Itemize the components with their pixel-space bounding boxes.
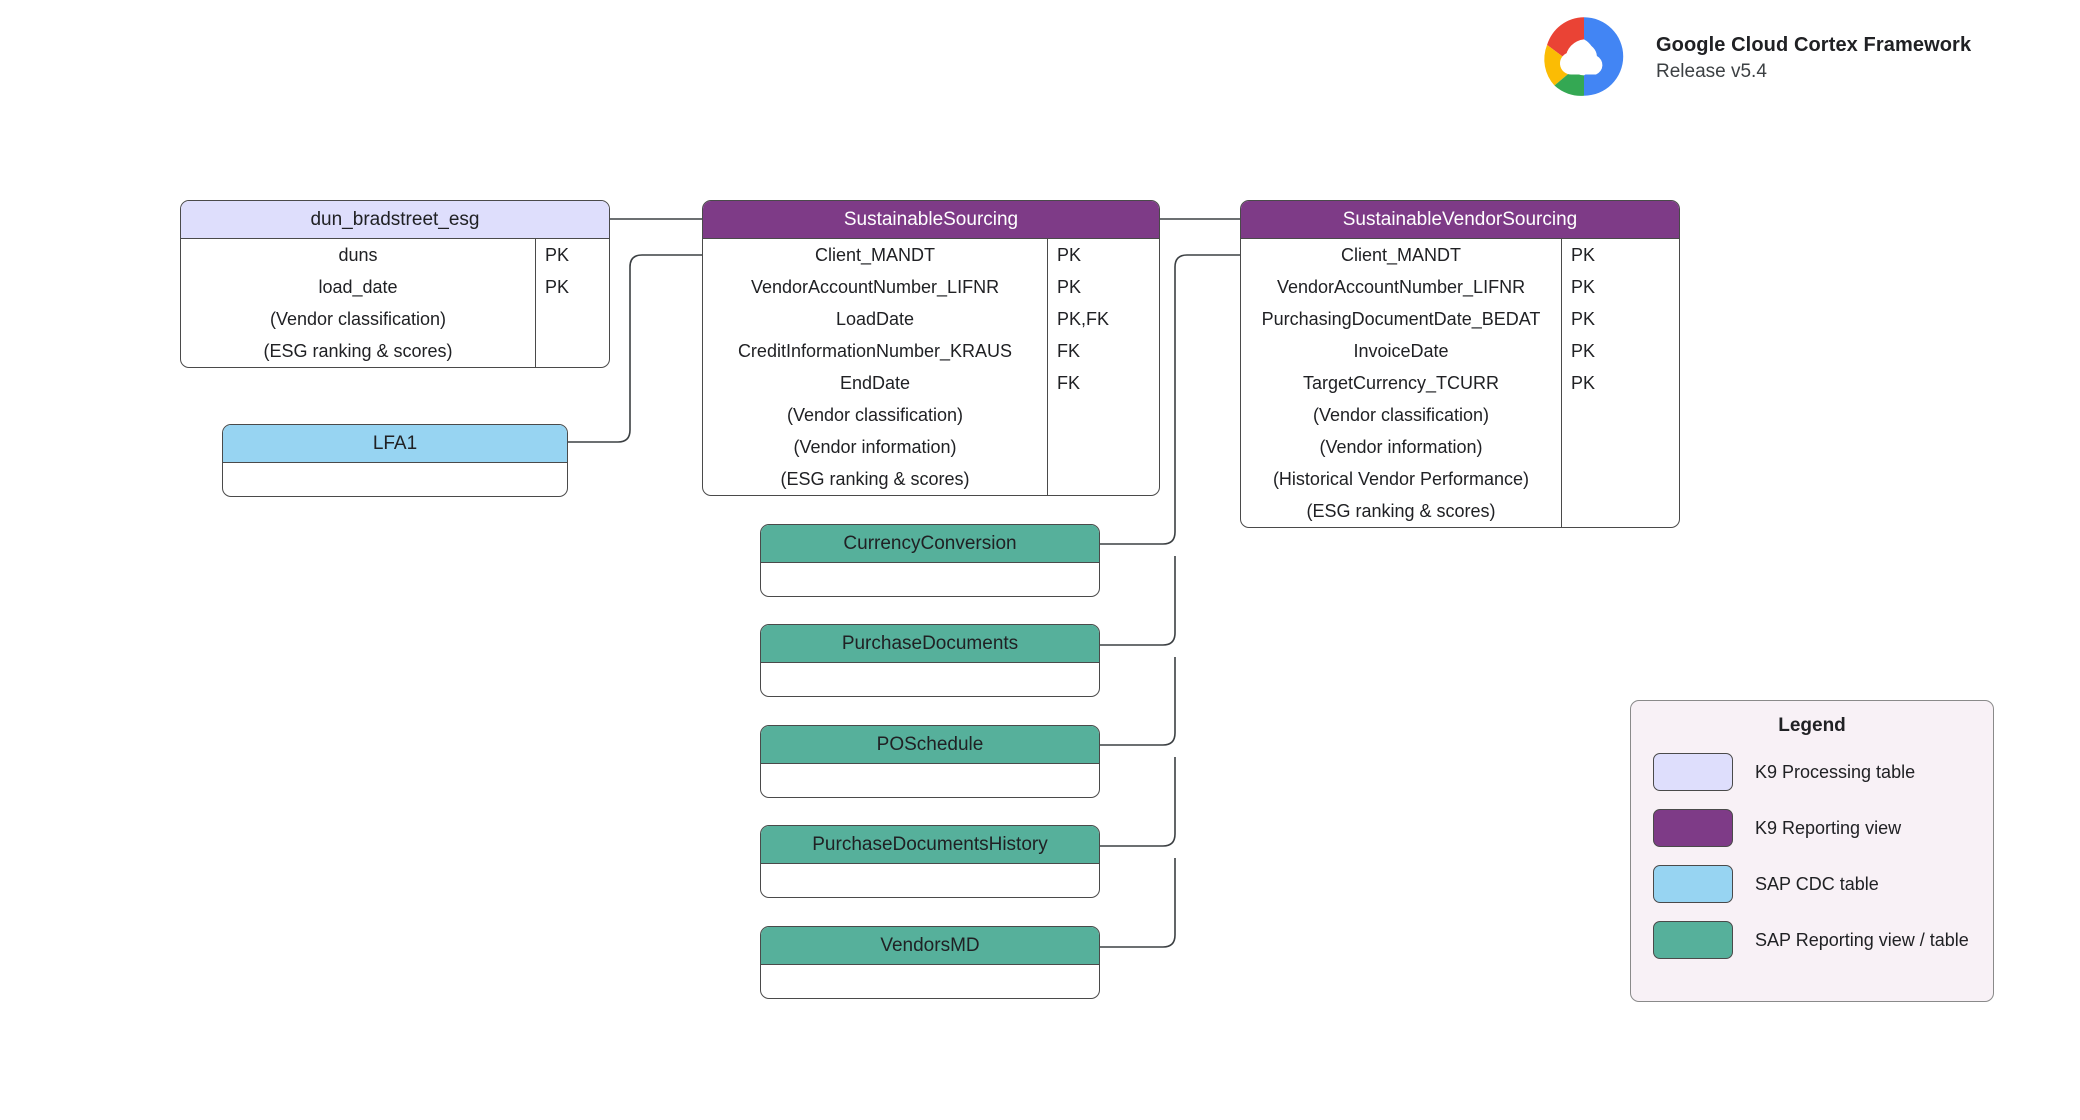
google-cloud-logo xyxy=(1544,17,1624,96)
legend-item-sap-cdc-table: SAP CDC table xyxy=(1653,863,1993,905)
entity-empty-body xyxy=(223,463,567,496)
key-badge xyxy=(536,335,609,367)
field-column: Client_MANDT VendorAccountNumber_LIFNR P… xyxy=(1241,239,1561,527)
connector-purchasedocuments-bus xyxy=(1100,556,1176,646)
legend-swatch xyxy=(1653,753,1733,791)
field-row: (Vendor information) xyxy=(1319,436,1483,457)
entity-po-schedule[interactable]: POSchedule xyxy=(760,725,1100,798)
key-badge xyxy=(1562,495,1679,527)
field-row: (ESG ranking & scores) xyxy=(1306,500,1496,521)
field-row: InvoiceDate xyxy=(1353,340,1449,361)
key-badge xyxy=(536,303,609,335)
field-row: (ESG ranking & scores) xyxy=(780,468,970,489)
field-row: CreditInformationNumber_KRAUS xyxy=(737,340,1013,361)
field-row: Client_MANDT xyxy=(1340,244,1462,265)
entity-vendors-md[interactable]: VendorsMD xyxy=(760,926,1100,999)
brand-release: Release v5.4 xyxy=(1656,60,1767,82)
key-badge xyxy=(1048,431,1159,463)
entity-sustainable-sourcing[interactable]: SustainableSourcing Client_MANDT VendorA… xyxy=(702,200,1160,496)
legend-item-k9-processing-table: K9 Processing table xyxy=(1653,751,1993,793)
key-badge xyxy=(1562,399,1679,431)
field-row: (Historical Vendor Performance) xyxy=(1272,468,1530,489)
legend-panel: Legend K9 Processing table K9 Reporting … xyxy=(1630,700,1994,1002)
key-column: PK PK PK,FK FK FK xyxy=(1047,239,1159,495)
field-column: duns load_date (Vendor classification) (… xyxy=(181,239,535,367)
legend-swatch xyxy=(1653,809,1733,847)
legend-item-sap-reporting-view: SAP Reporting view / table xyxy=(1653,919,1993,961)
entity-lfa1[interactable]: LFA1 xyxy=(222,424,568,497)
entity-title: CurrencyConversion xyxy=(761,525,1099,563)
field-row: (Vendor classification) xyxy=(1312,404,1490,425)
legend-swatch xyxy=(1653,921,1733,959)
legend-label: SAP Reporting view / table xyxy=(1755,929,1969,950)
legend-label: K9 Reporting view xyxy=(1755,817,1902,838)
entity-title: PurchaseDocuments xyxy=(761,625,1099,663)
field-row: VendorAccountNumber_LIFNR xyxy=(750,276,1000,297)
entity-empty-body xyxy=(761,764,1099,797)
entity-sustainable-vendor-sourcing[interactable]: SustainableVendorSourcing Client_MANDT V… xyxy=(1240,200,1680,528)
key-badge: PK xyxy=(1571,308,1596,329)
key-badge: PK xyxy=(1571,276,1596,297)
connector-poschedule-bus xyxy=(1100,657,1176,746)
entity-title: PurchaseDocumentsHistory xyxy=(761,826,1099,864)
legend-title: Legend xyxy=(1778,715,1846,736)
field-row: TargetCurrency_TCURR xyxy=(1302,372,1500,393)
field-row: (Vendor classification) xyxy=(786,404,964,425)
key-badge: PK xyxy=(1057,244,1082,265)
key-badge: PK xyxy=(1571,372,1596,393)
field-column: Client_MANDT VendorAccountNumber_LIFNR L… xyxy=(703,239,1047,495)
entity-purchase-documents[interactable]: PurchaseDocuments xyxy=(760,624,1100,697)
field-row: VendorAccountNumber_LIFNR xyxy=(1276,276,1526,297)
key-badge: PK,FK xyxy=(1057,308,1110,329)
field-row: LoadDate xyxy=(835,308,915,329)
key-badge: PK xyxy=(1571,244,1596,265)
entity-empty-body xyxy=(761,965,1099,998)
key-badge: FK xyxy=(1057,340,1081,361)
legend-label: K9 Processing table xyxy=(1755,761,1916,782)
entity-title: LFA1 xyxy=(223,425,567,463)
field-row: load_date xyxy=(318,276,398,297)
field-row: duns xyxy=(338,244,378,265)
entity-empty-body xyxy=(761,864,1099,897)
connector-purchasedocumentshistory-bus xyxy=(1100,757,1176,847)
legend-item-k9-reporting-view: K9 Reporting view xyxy=(1653,807,1993,849)
key-badge: PK xyxy=(1571,340,1596,361)
field-row: Client_MANDT xyxy=(814,244,936,265)
entity-title: SustainableVendorSourcing xyxy=(1241,201,1679,239)
entity-title: POSchedule xyxy=(761,726,1099,764)
brand-header: Google Cloud Cortex Framework Release v5… xyxy=(1528,8,1971,104)
field-row: (Vendor classification) xyxy=(269,308,447,329)
key-badge xyxy=(1048,463,1159,495)
entity-title: SustainableSourcing xyxy=(703,201,1159,239)
legend-label: SAP CDC table xyxy=(1755,873,1879,894)
key-column: PK PK PK PK PK xyxy=(1561,239,1679,527)
key-badge xyxy=(1048,399,1159,431)
entity-title: VendorsMD xyxy=(761,927,1099,965)
key-badge: FK xyxy=(1057,372,1081,393)
entity-empty-body xyxy=(761,663,1099,696)
entity-empty-body xyxy=(761,563,1099,596)
field-row: PurchasingDocumentDate_BEDAT xyxy=(1261,308,1541,329)
brand-title: Google Cloud Cortex Framework xyxy=(1656,34,1972,57)
key-badge xyxy=(1562,431,1679,463)
key-badge: PK xyxy=(545,276,570,297)
key-column: PK PK xyxy=(535,239,609,367)
connector-vendorsmd-bus xyxy=(1100,858,1176,948)
key-badge xyxy=(1562,463,1679,495)
legend-swatch xyxy=(1653,865,1733,903)
entity-dun-bradstreet-esg[interactable]: dun_bradstreet_esg duns load_date (Vendo… xyxy=(180,200,610,368)
key-badge: PK xyxy=(545,244,570,265)
entity-currency-conversion[interactable]: CurrencyConversion xyxy=(760,524,1100,597)
key-badge: PK xyxy=(1057,276,1082,297)
field-row: (ESG ranking & scores) xyxy=(263,340,453,361)
entity-title: dun_bradstreet_esg xyxy=(181,201,609,239)
field-row: EndDate xyxy=(839,372,911,393)
entity-purchase-documents-history[interactable]: PurchaseDocumentsHistory xyxy=(760,825,1100,898)
field-row: (Vendor information) xyxy=(793,436,957,457)
